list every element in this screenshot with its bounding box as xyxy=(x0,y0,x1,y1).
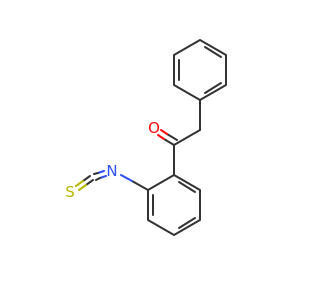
phenyl-ring-top xyxy=(173,39,227,101)
oxygen-atom-label: O xyxy=(148,119,160,137)
cs-double-bond-b-c xyxy=(85,179,94,186)
carbonyl-bond-a-o xyxy=(157,134,165,140)
cs-double-bond-b-s xyxy=(78,184,87,191)
nc-double-bond-a-n xyxy=(97,170,105,174)
sulfur-atom-label: S xyxy=(65,183,75,201)
benzene-ring-bottom-outline xyxy=(147,174,201,236)
isothiocyanate-group xyxy=(75,170,107,191)
ring-to-nitrogen-bond-n xyxy=(120,174,133,182)
cs-double-bond-a-s xyxy=(75,180,84,187)
carbon-chain xyxy=(173,99,201,146)
chemical-structure-diagram: O N S xyxy=(65,39,227,236)
carbonyl-bond-b xyxy=(166,133,178,141)
nitrogen-atom-label: N xyxy=(106,162,117,180)
cs-double-bond-a-c xyxy=(82,175,91,182)
benzene-ring-bottom xyxy=(147,174,201,236)
carbonyl-bond-b-o xyxy=(160,129,168,135)
ch2-to-carbonyl-bond xyxy=(173,129,201,146)
nc-double-bond-a-c xyxy=(93,172,99,175)
benzene-ring-bottom-inner-bond xyxy=(178,217,196,229)
nc-double-bond-b-n xyxy=(99,175,107,179)
carbonyl-bond-a xyxy=(163,138,175,146)
phenyl-ring-top-inner-bond xyxy=(204,46,222,58)
phenyl-ring-top-inner-bond xyxy=(204,82,222,94)
phenyl-ring-top-outline xyxy=(173,39,227,101)
ring-to-nitrogen-bond xyxy=(120,174,149,191)
nc-double-bond-b-c xyxy=(95,177,101,181)
benzene-ring-bottom-inner-bond xyxy=(178,181,196,193)
carbonyl-double-bond xyxy=(157,129,178,146)
ring-to-nitrogen-bond-c xyxy=(131,180,149,191)
